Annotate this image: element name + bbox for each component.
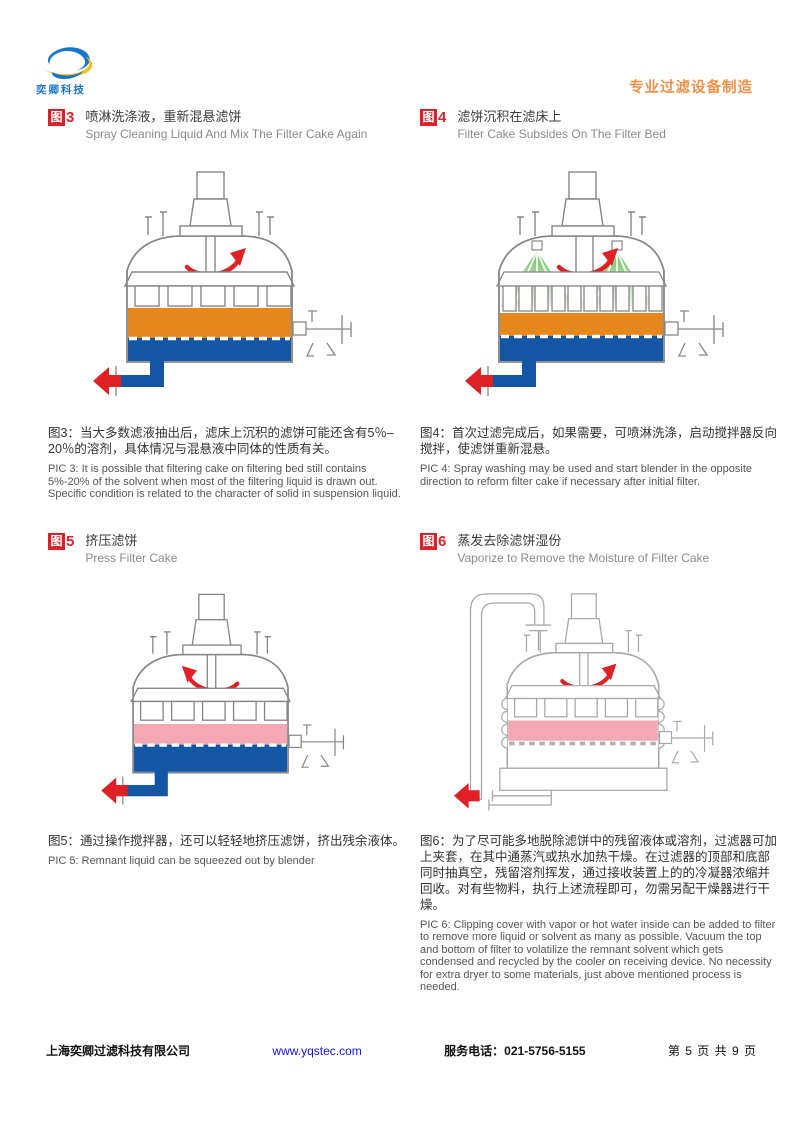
stirrer-blades xyxy=(504,684,662,718)
stirrer-blades xyxy=(124,271,295,307)
logo-globe-icon xyxy=(41,47,93,80)
figure-6-caption-en: PIC 6: Clipping cover with vapor or hot … xyxy=(420,918,776,994)
stirrer-blades xyxy=(496,271,667,312)
figure-6-title-cn: 蒸发去除滤饼湿份 xyxy=(457,532,562,548)
motor xyxy=(182,593,242,655)
figure-5-title-cn: 挤压滤饼 xyxy=(85,532,138,548)
figure-3-diagram xyxy=(48,146,406,413)
footer-company: 上海奕卿过滤科技有限公司 xyxy=(46,1044,191,1058)
discharge-arrow-icon xyxy=(93,367,121,395)
discharge-pipe xyxy=(122,769,169,805)
figure-6-title-en: Vaporize to Remove the Moisture of Filte… xyxy=(457,550,710,565)
motor xyxy=(555,592,614,653)
filter-vessel-diagram xyxy=(93,171,352,397)
motor xyxy=(179,171,243,237)
liquid-layer xyxy=(134,744,288,772)
filter-vessel-diagram xyxy=(453,592,714,811)
discharge-arrow-icon xyxy=(101,777,128,804)
logo-text: 奕卿科技 xyxy=(36,84,86,96)
side-valve xyxy=(292,310,352,357)
bottom-housing xyxy=(499,767,668,791)
figure-4-caption-cn: 图4：首次过滤完成后，如果需要，可喷淋洗涤，启动搅拌器反向搅拌，使滤饼重新混悬。 xyxy=(420,426,777,456)
header-slogan: 专业过滤设备制造 xyxy=(629,80,753,96)
side-valve xyxy=(658,720,714,763)
figure-3-title-en: Spray Cleaning Liquid And Mix The Filter… xyxy=(85,127,368,141)
figure-3-caption-cn: 图3：当大多数滤液抽出后，滤床上沉积的滤饼可能还含有5％–20％的溶剂，具体情况… xyxy=(48,426,394,456)
page-footer: 上海奕卿过滤科技有限公司 www.yqstec.com 服务电话：021-575… xyxy=(46,1042,757,1059)
figure-5-title-en: Press Filter Cake xyxy=(85,550,178,565)
side-valve xyxy=(288,723,345,768)
filter-cake-layer xyxy=(500,313,663,336)
figure-5-diagram xyxy=(48,570,406,821)
figure-6-diagram xyxy=(420,570,778,821)
figure-4-title-en: Filter Cake Subsides On The Filter Bed xyxy=(457,127,666,141)
figure-5-caption-cn: 图5：通过操作搅拌器，还可以轻轻地挤压滤饼，挤出残余液体。 xyxy=(48,833,405,848)
liquid-layer xyxy=(128,338,291,361)
discharge-pipe xyxy=(115,359,165,397)
figure-4-caption-en: PIC 4: Spray washing may be used and sta… xyxy=(420,463,753,488)
figure-4-diagram xyxy=(420,146,778,413)
drying-cake-layer xyxy=(508,720,658,741)
figure-3-caption-en: PIC 3: It is possible that filtering cak… xyxy=(48,463,401,500)
footer-website-link[interactable]: www.yqstec.com xyxy=(272,1044,362,1058)
vapor-outlet-arrow-icon xyxy=(453,782,480,809)
side-valve xyxy=(664,310,724,357)
filter-cake-layer xyxy=(128,308,291,338)
page-header: 奕卿科技 专业过滤设备制造 xyxy=(0,0,793,97)
discharge-arrow-icon xyxy=(465,367,493,395)
liquid-layer xyxy=(500,336,663,361)
footer-page-number: 第 5 页 共 9 页 xyxy=(667,1044,757,1058)
figure-6-caption-cn: 图6：为了尽可能多地脱除滤饼中的残留液体或溶剂，过滤器可加上夹套，在其中通蒸汽或… xyxy=(420,833,777,912)
company-logo: 奕卿科技 xyxy=(36,44,116,97)
filter-vessel-diagram xyxy=(101,593,345,805)
figure-4-title-cn: 滤饼沉积在滤床上 xyxy=(457,109,562,124)
figure-5-caption-en: PIC 5: Remnant liquid can be squeezed ou… xyxy=(48,854,315,867)
stirrer-blades xyxy=(130,687,291,721)
filter-vessel-diagram xyxy=(465,171,724,397)
footer-phone: 服务电话：021-5756-5155 xyxy=(444,1044,586,1058)
discharge-pipe xyxy=(487,359,537,397)
pressed-cake-layer xyxy=(134,723,288,745)
motor xyxy=(551,171,615,237)
figure-3-title-cn: 喷淋洗涤液，重新混悬滤饼 xyxy=(85,109,242,124)
